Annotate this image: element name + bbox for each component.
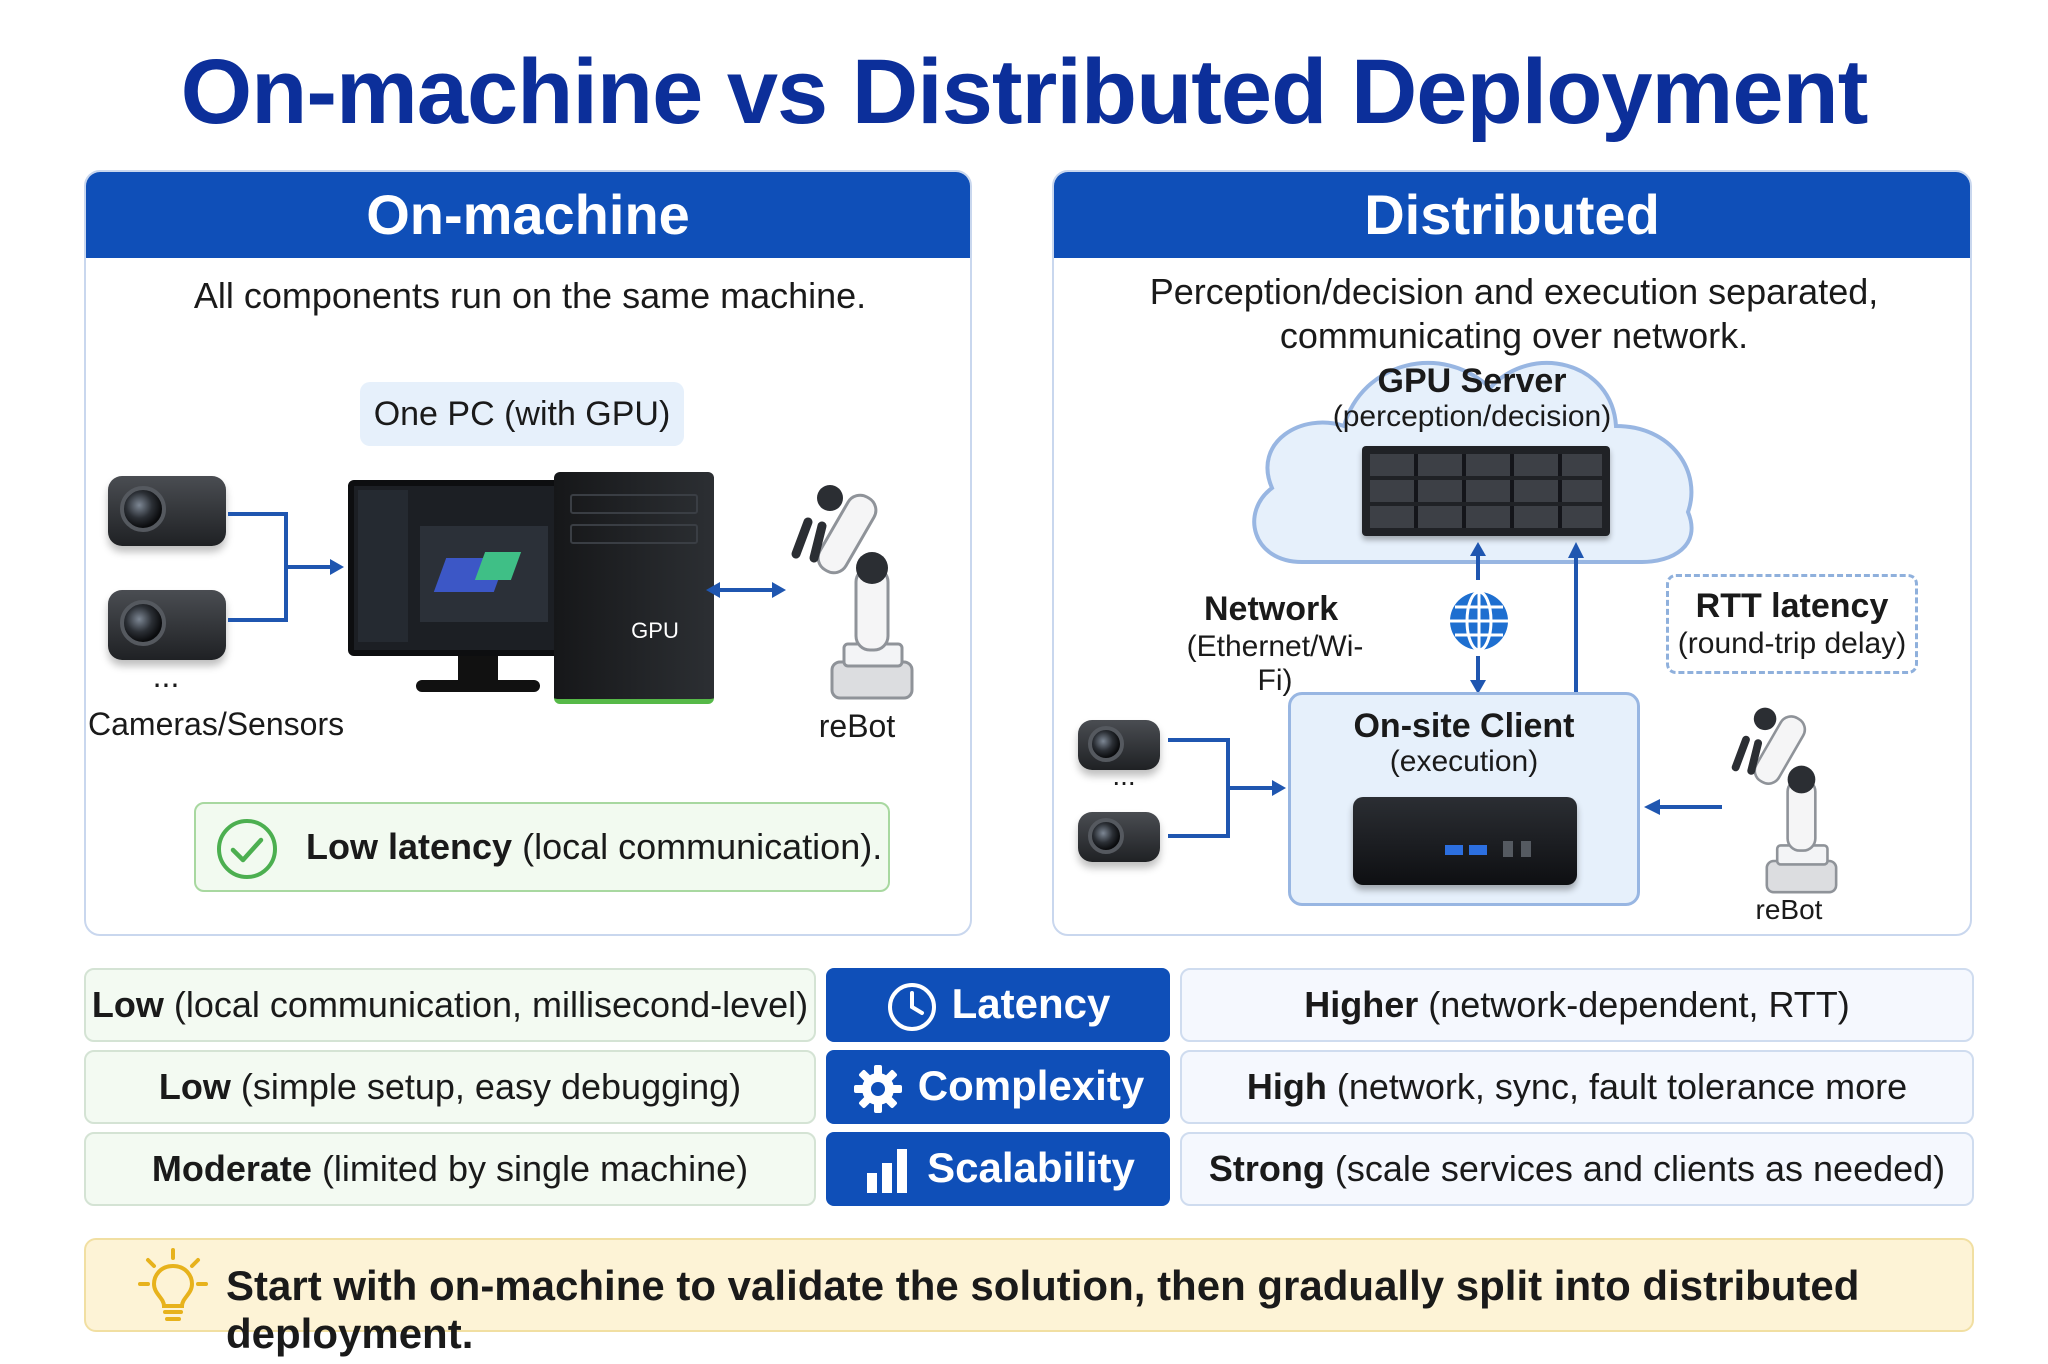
distributed-panel: Distributed Perception/decision and exec… [1052,170,1972,936]
camera-icon [108,476,226,546]
cell-text: (scale services and clients as needed) [1334,1148,1946,1189]
page-title: On-machine vs Distributed Deployment [180,41,1869,143]
robot-arm-icon [791,485,914,700]
cell-bold: Low [91,984,164,1025]
callout-text: Low latency (local communication). [306,826,882,868]
robot-arm-icon [1731,707,1838,894]
server-rack-icon [1362,446,1610,536]
scalability-right-cell: Strong (scale services and clients as ne… [1180,1132,1974,1206]
network-subtitle: (Ethernet/Wi-Fi) [1186,630,1364,697]
camera-icon [108,590,226,660]
pc-tower-icon: GPU [554,472,714,704]
network-title: Network [1204,590,1339,628]
monitor-base [416,680,540,692]
bar-chart-icon [867,1148,908,1193]
camera-icon [1078,720,1160,770]
onsite-client-box: On-site Client (execution) [1288,692,1640,906]
rtt-callout: RTT latency (round-trip delay) [1666,574,1918,674]
callout-bold: Low latency [306,826,513,867]
cell-bold: High [1246,1066,1327,1107]
rtt-title: RTT latency [1695,587,1889,625]
tip-bar: Start with on-machine to validate the so… [84,1238,1974,1357]
robot-client-connector [1644,799,1722,815]
gpu-text: GPU [631,618,679,643]
complexity-left-cell: Low (simple setup, easy debugging) [84,1050,816,1124]
pc-robot-connector [706,582,786,598]
cell-bold: Moderate [151,1148,312,1189]
latency-right-cell: Higher (network-dependent, RTT) [1180,968,1974,1042]
monitor-stand [458,656,498,684]
on-machine-heading: On-machine [86,172,970,258]
sensor-connector [228,512,344,622]
sensors-ellipsis: ... [152,658,180,694]
complexity-metric: Complexity [826,1050,1170,1124]
server-title: GPU Server [1377,362,1567,400]
clock-icon [887,982,936,1031]
on-machine-description: All components run on the same machine. [193,275,867,316]
check-circle-icon [217,819,277,879]
latency-left-cell: Low (local communication, millisecond-le… [84,968,816,1042]
client-subtitle: (execution) [1389,745,1539,778]
complexity-right-cell: High (network, sync, fault tolerance mor… [1180,1050,1974,1177]
scalability-metric: Scalability [826,1132,1170,1206]
sensors-ellipsis-right: ... [1112,760,1136,791]
pc-label: One PC (with GPU) [360,382,684,446]
cell-bold: Higher [1304,984,1419,1025]
cell-bold: Low [158,1066,231,1107]
client-sensor-connector [1168,738,1286,838]
cell-text: (limited by single machine) [321,1148,749,1189]
robot-label-right: reBot [1755,894,1823,925]
cell-text: (network-dependent, RTT) [1428,984,1850,1025]
low-latency-callout: Low latency (local communication). [194,802,890,892]
gear-icon [853,1064,902,1113]
globe-icon [1450,590,1508,652]
cell-text: (local communication, millisecond-level) [173,984,809,1025]
callout-rest: (local communication). [522,826,883,867]
cell-text: (simple setup, easy debugging) [240,1066,742,1107]
server-subtitle: (perception/decision) [1332,400,1612,433]
lightbulb-icon [138,1248,208,1321]
client-title: On-site Client [1353,707,1575,745]
robot-label: reBot [818,708,896,744]
camera-icon [1078,812,1160,862]
on-machine-panel: On-machine All components run on the sam… [84,170,972,936]
mini-pc-icon [1353,797,1577,885]
metric-label: Complexity [917,1062,1145,1109]
metric-label: Scalability [927,1144,1135,1191]
latency-metric: Latency [826,968,1170,1042]
metric-label: Latency [951,980,1111,1027]
rtt-subtitle: (round-trip delay) [1677,627,1907,660]
distributed-description-line1: Perception/decision and execution separa… [1149,271,1879,312]
tip-text: Start with on-machine to validate the so… [226,1262,1860,1357]
distributed-description-line2: communicating over network. [1279,315,1749,356]
scalability-left-cell: Moderate (limited by single machine) [84,1132,816,1206]
sensors-label: Cameras/Sensors [88,706,345,742]
distributed-heading: Distributed [1054,172,1970,258]
cell-bold: Strong [1208,1148,1325,1189]
